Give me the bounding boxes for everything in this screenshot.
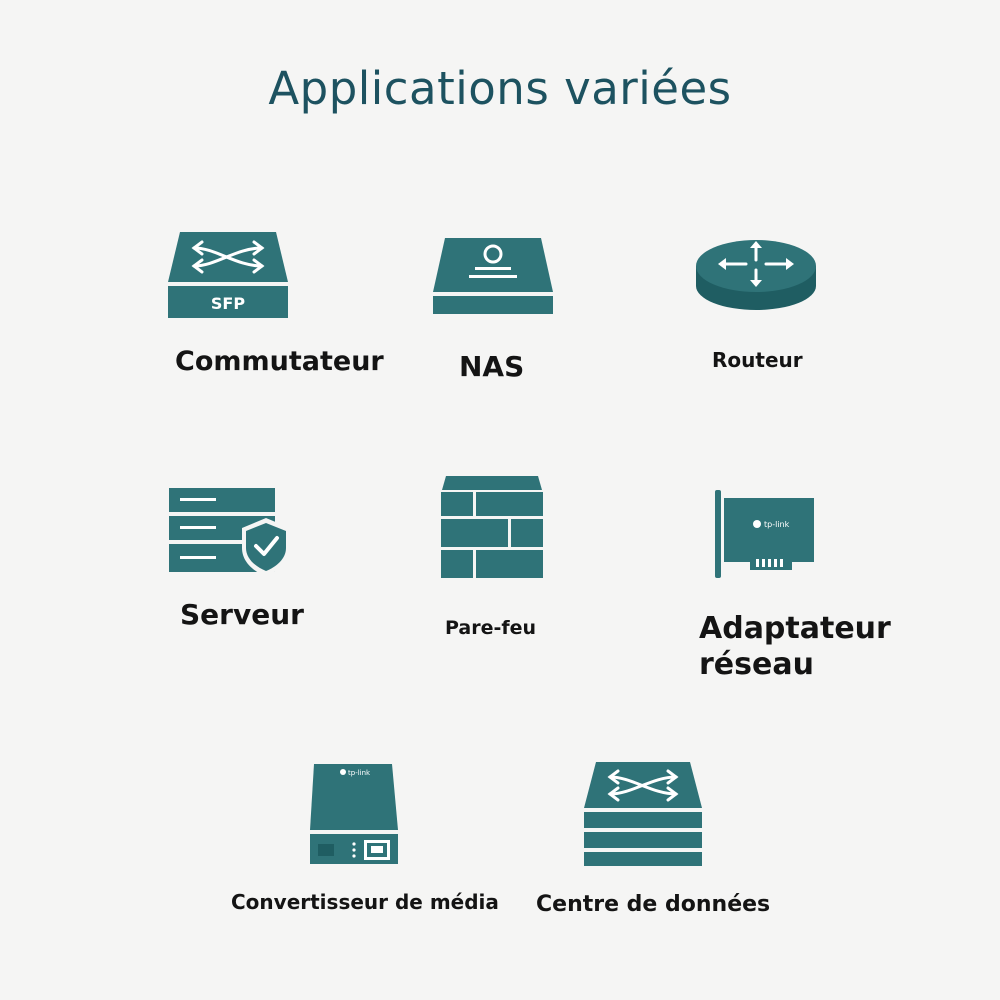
label-reseau: réseau (699, 647, 814, 682)
firewall-icon (441, 476, 543, 578)
label-commutateur: Commutateur (175, 346, 384, 377)
label-centre-de-donnees: Centre de données (536, 892, 771, 917)
datacenter-icon (584, 762, 702, 866)
label-pare-feu: Pare-feu (445, 617, 537, 639)
network-adapter-icon: tp-link (715, 490, 814, 578)
label-nas: NAS (459, 350, 525, 383)
label-convertisseur: Convertisseur de média (231, 890, 499, 914)
label-adaptateur: Adaptateur (699, 611, 891, 646)
adapter-brand: tp-link (764, 520, 790, 529)
sfp-label: SFP (211, 294, 245, 313)
label-routeur: Routeur (712, 348, 803, 372)
page-title: Applications variées (268, 62, 732, 115)
converter-brand: tp-link (348, 769, 371, 777)
router-icon (696, 240, 816, 310)
label-adaptateur-reseau: Adaptateur réseau (699, 611, 919, 683)
server-shield-icon (169, 488, 290, 576)
media-converter-icon: tp-link (310, 764, 398, 864)
nas-icon (433, 238, 553, 314)
switch-icon: SFP (168, 232, 288, 318)
label-serveur: Serveur (180, 598, 304, 631)
